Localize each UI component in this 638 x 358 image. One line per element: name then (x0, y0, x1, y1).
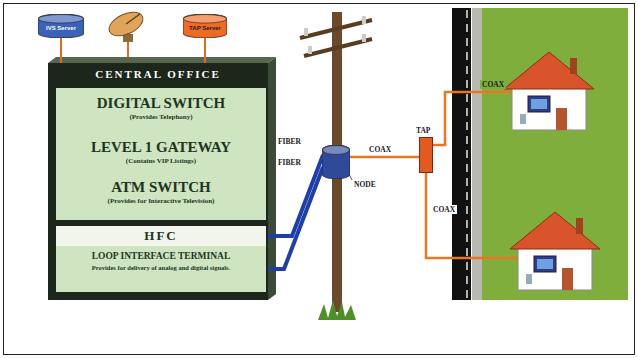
tap-label: TAP (416, 126, 430, 135)
house (526, 274, 532, 284)
utility-pole (300, 20, 372, 38)
band-label: HFC (60, 228, 262, 243)
cable-label: FIBER (276, 137, 303, 146)
switch-panel: ATM SWITCH(Provides for Interactive Tele… (56, 174, 266, 220)
gateway-panel: LEVEL 1 GATEWAY(Contains VIP Listings) (56, 134, 266, 174)
house (510, 212, 600, 249)
server-link (204, 38, 206, 63)
switch-panel: DIGITAL SWITCH(Provides Telephony) (56, 88, 266, 134)
cylinder-top (184, 15, 227, 24)
coax-drop (426, 173, 518, 258)
terminal-panel: LOOP INTERFACE TERMINALProvides for deli… (56, 246, 266, 292)
server-cylinder: TAP Server (183, 14, 227, 38)
cylinder-shape (322, 145, 350, 179)
cylinder-body (183, 14, 227, 38)
lawn (482, 8, 628, 300)
fiber-node: NODE (322, 145, 350, 179)
server-label: IVS Server (46, 25, 76, 31)
grass-tuft (318, 300, 356, 320)
cylinder-top (39, 15, 84, 24)
house (537, 259, 553, 269)
node-label: NODE (354, 180, 376, 189)
component-note: (Contains VIP Listings) (60, 156, 262, 166)
coax-drop (426, 92, 518, 258)
road (452, 8, 471, 300)
server-cylinder: IVS Server (38, 14, 84, 38)
central-office: CENTRAL OFFICE DIGITAL SWITCH(Provides Te… (48, 63, 268, 300)
cable-label: COAX (431, 205, 457, 214)
satellite-dish (105, 7, 146, 63)
house (562, 268, 573, 290)
house (576, 218, 583, 234)
utility-pole (300, 12, 372, 312)
house (504, 52, 594, 130)
house (534, 256, 556, 272)
coax-line (350, 156, 419, 159)
component-title: LEVEL 1 GATEWAY (60, 138, 262, 156)
road (466, 10, 468, 298)
office-heading: CENTRAL OFFICE (48, 63, 268, 85)
house (570, 58, 577, 74)
component-title: DIGITAL SWITCH (60, 94, 262, 112)
house (531, 99, 547, 109)
utility-pole (308, 46, 312, 54)
cable-label: FIBER (276, 158, 303, 167)
component-title: ATM SWITCH (60, 178, 262, 196)
cable-label: COAX (480, 80, 506, 89)
house (518, 246, 592, 290)
utility-pole (304, 28, 308, 36)
lawn (472, 8, 628, 300)
fiber-line (266, 155, 323, 236)
fiber-line (266, 167, 323, 269)
cylinder-body (38, 14, 84, 38)
cylinder-body (322, 145, 350, 179)
house (510, 212, 600, 290)
central-office-shadow (48, 57, 276, 300)
component-note: (Provides Telephony) (60, 112, 262, 122)
coax-drop (433, 92, 512, 145)
house (556, 108, 567, 130)
cylinder-top (323, 146, 350, 155)
component-note: Provides for delivery of analog and digi… (60, 262, 262, 272)
frame (4, 4, 635, 355)
utility-pole (362, 34, 366, 42)
tap-box: TAP (419, 137, 433, 173)
central-office-shadow (268, 57, 276, 300)
hfc-band: HFC (56, 226, 266, 246)
house (528, 96, 550, 112)
satellite-dish (126, 14, 140, 24)
grass-tuft (318, 300, 356, 320)
component-title: LOOP INTERFACE TERMINAL (60, 250, 262, 262)
utility-pole (304, 39, 372, 56)
lawn (472, 8, 482, 300)
house (512, 86, 586, 130)
house (504, 52, 594, 89)
component-note: (Provides for Interactive Television) (60, 196, 262, 206)
cable-label: COAX (367, 145, 393, 154)
satellite-dish (105, 7, 146, 40)
server-link (60, 38, 62, 63)
utility-pole (362, 16, 366, 24)
server-label: TAP Server (189, 25, 221, 31)
road (452, 8, 471, 300)
house (520, 114, 526, 124)
